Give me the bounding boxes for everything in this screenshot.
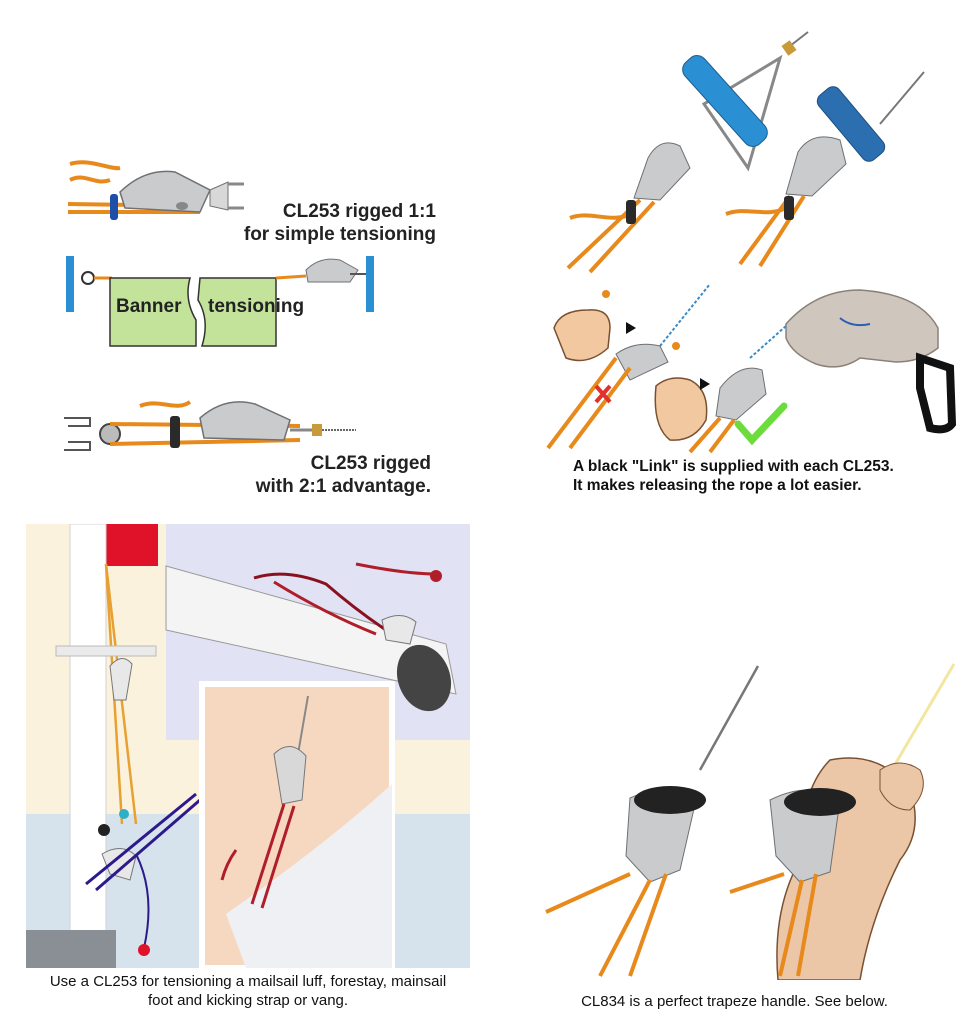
trapeze-handle-illustration	[566, 31, 809, 274]
panel-trapeze-handle	[540, 660, 960, 981]
caption-2to1-line2: with 2:1 advantage.	[255, 476, 431, 497]
banner-illustration: Banner tensioning	[66, 256, 374, 347]
trapeze-and-link-illustrations	[546, 31, 957, 454]
banner-word-1: Banner	[116, 296, 182, 317]
cl834-illustration	[545, 663, 956, 981]
mast-caption-line2: foot and kicking strap or vang.	[147, 992, 349, 1009]
panel-link-diagrams	[540, 28, 960, 458]
panel-mast-photo-illustration	[26, 523, 470, 971]
cleat-2to1-illustration	[64, 400, 356, 451]
panel-rigging-diagrams: Banner tensioning	[50, 150, 450, 500]
mast-caption-line1: Use a CL253 for tensioning a mailsail lu…	[49, 973, 447, 990]
cleat-1to1-illustration	[67, 160, 244, 220]
link-caption-line1: A black "Link" is supplied with each CL2…	[573, 458, 894, 475]
link-caption-line2: It makes releasing the rope a lot easier…	[573, 477, 862, 494]
banner-word-2: tensioning	[208, 296, 304, 317]
t-handle-illustration	[725, 71, 925, 268]
mast-boom-illustrations	[26, 523, 470, 971]
rigging-illustrations: Banner tensioning	[64, 160, 374, 451]
link-release-illustration	[546, 283, 957, 454]
caption-1to1-line1: CL253 rigged 1:1	[282, 201, 436, 222]
caption-2to1-line1: CL253 rigged	[310, 453, 431, 474]
trapeze-caption: CL834 is a perfect trapeze handle. See b…	[581, 993, 888, 1010]
caption-1to1-line2: for simple tensioning	[243, 224, 436, 245]
